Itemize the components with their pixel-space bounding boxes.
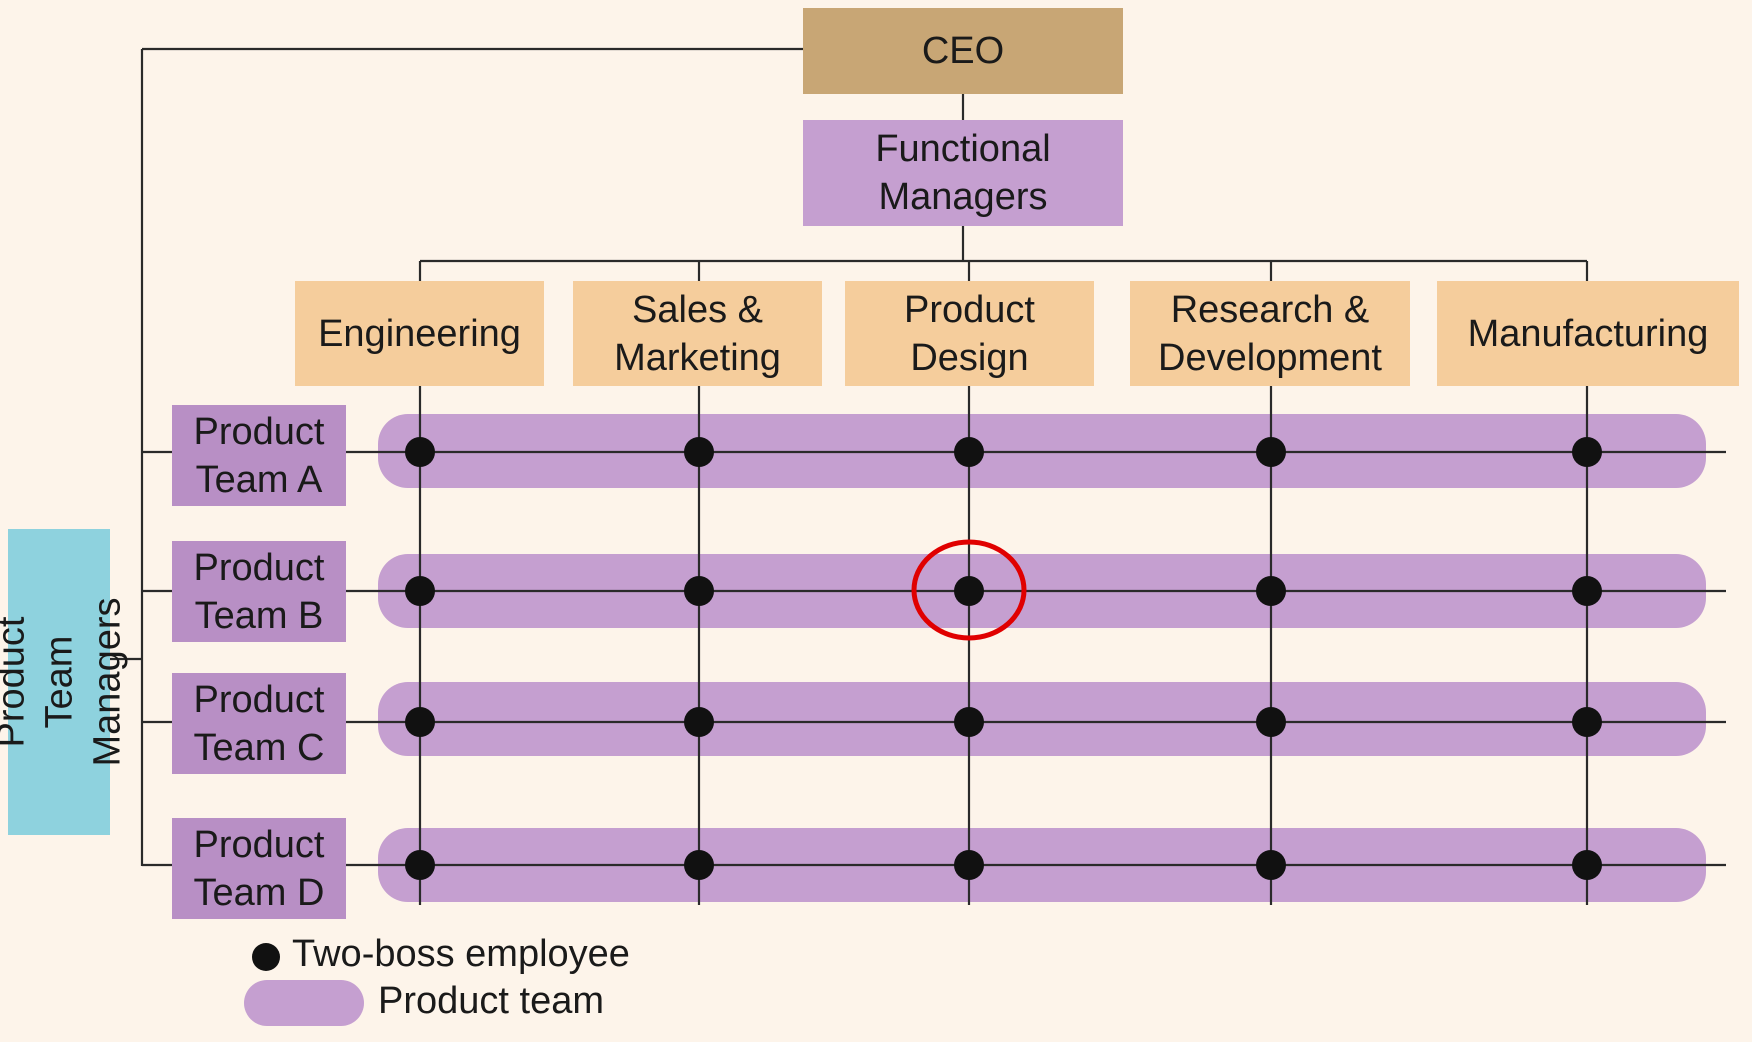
two-boss-employee-dot — [405, 707, 435, 737]
department-sales-marketing: Sales & Marketing — [573, 281, 822, 386]
two-boss-employee-dot — [1572, 576, 1602, 606]
two-boss-employee-dot — [954, 437, 984, 467]
functional-managers-box: Functional Managers — [803, 120, 1123, 226]
two-boss-employee-dot — [1256, 576, 1286, 606]
product-team-label: Product Team D — [193, 823, 325, 914]
product-team-label: Product Team C — [193, 678, 325, 769]
two-boss-employee-dot — [1572, 850, 1602, 880]
department-product-design: Product Design — [845, 281, 1094, 386]
department-label: Engineering — [318, 312, 521, 355]
two-boss-employee-dot — [684, 707, 714, 737]
two-boss-employee-dot — [684, 437, 714, 467]
ceo-label: CEO — [921, 30, 1005, 72]
product-team-b-box: Product Team B — [172, 541, 346, 642]
two-boss-employee-dot — [1572, 437, 1602, 467]
two-boss-employee-dot — [405, 850, 435, 880]
department-label: Manufacturing — [1467, 312, 1709, 355]
ceo-box: CEO — [803, 8, 1123, 94]
product-team-a-box: Product Team A — [172, 405, 346, 506]
highlight-circle — [911, 539, 1027, 641]
legend-dot-icon — [252, 943, 280, 971]
product-team-label: Product Team B — [193, 546, 325, 637]
product-team-c-box: Product Team C — [172, 673, 346, 774]
two-boss-employee-dot — [954, 576, 984, 606]
department-research-development: Research & Development — [1130, 281, 1410, 386]
department-label: Sales & Marketing — [614, 288, 781, 379]
product-team-managers-box: Product Team Managers — [0, 529, 128, 835]
product-team-managers-label: Product Team Managers — [0, 597, 129, 767]
two-boss-employee-dot — [954, 707, 984, 737]
two-boss-employee-dot — [1572, 707, 1602, 737]
two-boss-employee-dot — [684, 850, 714, 880]
two-boss-employee-dot — [405, 437, 435, 467]
legend-band-label: Product team — [378, 980, 604, 1022]
two-boss-employee-dot — [405, 576, 435, 606]
product-team-d-box: Product Team D — [172, 818, 346, 919]
two-boss-employee-dot — [1256, 850, 1286, 880]
legend-band-swatch — [244, 980, 364, 1026]
two-boss-employee-dot — [1256, 437, 1286, 467]
department-manufacturing: Manufacturing — [1437, 281, 1739, 386]
department-engineering: Engineering — [295, 281, 544, 386]
two-boss-employee-dot — [1256, 707, 1286, 737]
two-boss-employee-dot — [954, 850, 984, 880]
department-label: Product Design — [904, 288, 1035, 379]
functional-managers-label: Functional Managers — [875, 128, 1051, 218]
product-team-band — [378, 682, 1706, 756]
legend-dot-label: Two-boss employee — [292, 933, 630, 975]
department-label: Research & Development — [1158, 288, 1382, 379]
two-boss-employee-dot — [684, 576, 714, 606]
product-team-label: Product Team A — [193, 410, 325, 501]
